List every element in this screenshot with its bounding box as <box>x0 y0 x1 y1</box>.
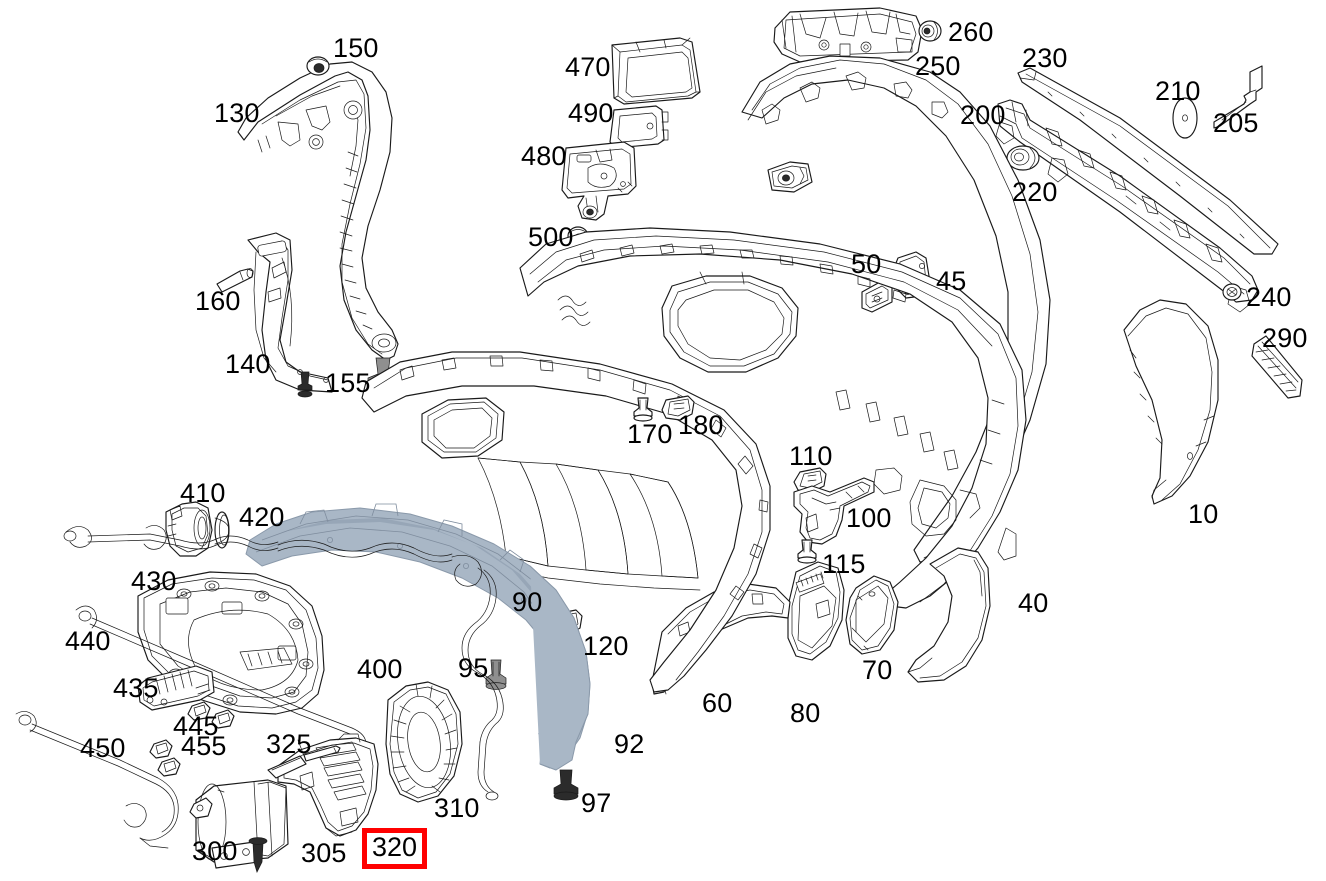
part-180-clip <box>661 395 695 421</box>
part-label-325[interactable]: 325 <box>266 729 312 759</box>
part-label-10[interactable]: 10 <box>1188 499 1219 529</box>
part-97-rivet <box>553 769 579 801</box>
part-label-250[interactable]: 250 <box>915 51 961 81</box>
part-140-panel <box>247 232 333 393</box>
part-label-40[interactable]: 40 <box>1018 588 1049 618</box>
part-210-washer <box>1172 97 1198 139</box>
part-label-97[interactable]: 97 <box>581 788 612 818</box>
part-200-impact-beam <box>995 99 1259 313</box>
part-230-trim <box>1017 67 1279 255</box>
part-30-mid-bumper-cover <box>519 227 1027 609</box>
part-90-valance <box>361 351 771 693</box>
part-label-480[interactable]: 480 <box>521 141 567 171</box>
part-label-155[interactable]: 155 <box>325 368 371 398</box>
part-420-ring <box>214 511 230 549</box>
part-main-upper-bumper <box>557 55 1051 563</box>
part-445-clip <box>187 701 235 729</box>
part-label-445[interactable]: 445 <box>173 711 219 741</box>
part-220-grommet <box>1006 145 1040 171</box>
part-label-500[interactable]: 500 <box>528 222 574 252</box>
part-250-reinforcement <box>773 7 923 63</box>
part-label-430[interactable]: 430 <box>131 566 177 596</box>
part-label-230[interactable]: 230 <box>1022 43 1068 73</box>
part-label-70[interactable]: 70 <box>862 655 893 685</box>
part-310-grille <box>385 681 463 803</box>
part-label-210[interactable]: 210 <box>1155 76 1201 106</box>
part-160-rivet <box>216 268 254 293</box>
part-label-305[interactable]: 305 <box>301 838 347 868</box>
part-95-rivet <box>485 659 507 690</box>
part-label-455[interactable]: 455 <box>181 731 227 761</box>
part-label-92[interactable]: 92 <box>614 729 645 759</box>
part-260-nut <box>918 20 942 42</box>
part-label-205[interactable]: 205 <box>1213 108 1259 138</box>
part-label-45[interactable]: 45 <box>936 266 967 296</box>
part-455-clip <box>149 739 181 777</box>
part-label-310[interactable]: 310 <box>434 793 480 823</box>
part-290-trim <box>1251 335 1303 399</box>
part-115-screw <box>797 539 817 564</box>
part-label-140[interactable]: 140 <box>225 349 271 379</box>
part-label-400[interactable]: 400 <box>357 654 403 684</box>
part-label-170[interactable]: 170 <box>627 419 673 449</box>
part-130-bracket <box>237 61 399 361</box>
part-label-120[interactable]: 120 <box>583 631 629 661</box>
part-label-470[interactable]: 470 <box>565 52 611 82</box>
part-label-90[interactable]: 90 <box>512 587 543 617</box>
part-320-bracket <box>267 733 379 837</box>
part-305-screw <box>248 837 268 873</box>
part-10-side-panel <box>1123 299 1219 505</box>
part-label-60[interactable]: 60 <box>702 688 733 718</box>
part-490-module <box>609 105 669 149</box>
part-label-440[interactable]: 440 <box>65 626 111 656</box>
part-label-220[interactable]: 220 <box>1012 177 1058 207</box>
part-label-300[interactable]: 300 <box>192 836 238 866</box>
leader-325 <box>297 739 305 757</box>
part-label-490[interactable]: 490 <box>568 98 614 128</box>
part-label-435[interactable]: 435 <box>113 673 159 703</box>
part-325-pin <box>303 745 341 762</box>
part-92-highlighted <box>245 503 591 771</box>
part-435-connector <box>137 665 215 711</box>
part-label-130[interactable]: 130 <box>214 98 260 128</box>
part-label-80[interactable]: 80 <box>790 698 821 728</box>
part-label-100[interactable]: 100 <box>846 503 892 533</box>
part-label-450[interactable]: 450 <box>80 733 126 763</box>
part-205-bolt <box>1213 65 1263 129</box>
part-240-nut <box>1222 283 1242 301</box>
part-label-180[interactable]: 180 <box>678 410 724 440</box>
part-450-wire <box>15 711 179 849</box>
part-label-410[interactable]: 410 <box>180 478 226 508</box>
part-label-320-highlighted[interactable]: 320 <box>362 828 428 869</box>
part-400-harness <box>63 525 504 801</box>
part-label-290[interactable]: 290 <box>1262 323 1308 353</box>
part-label-200[interactable]: 200 <box>960 100 1006 130</box>
part-40-corner <box>907 547 991 683</box>
part-470-frame <box>611 37 701 105</box>
part-410-module <box>165 501 213 557</box>
part-150-grommet <box>306 56 330 76</box>
part-label-240[interactable]: 240 <box>1246 282 1292 312</box>
part-80-bracket <box>787 561 845 661</box>
part-label-150[interactable]: 150 <box>333 33 379 63</box>
part-170-rivet <box>633 397 653 422</box>
part-100-support <box>793 477 875 545</box>
part-70-ring <box>845 575 899 655</box>
part-label-110[interactable]: 110 <box>789 441 833 471</box>
part-label-420[interactable]: 420 <box>239 502 285 532</box>
part-label-95[interactable]: 95 <box>458 653 489 683</box>
part-label-260[interactable]: 260 <box>948 17 994 47</box>
part-label-160[interactable]: 160 <box>195 286 241 316</box>
part-label-50[interactable]: 50 <box>851 249 882 279</box>
part-label-115[interactable]: 115 <box>822 549 866 579</box>
part-480-bracket <box>561 141 637 221</box>
